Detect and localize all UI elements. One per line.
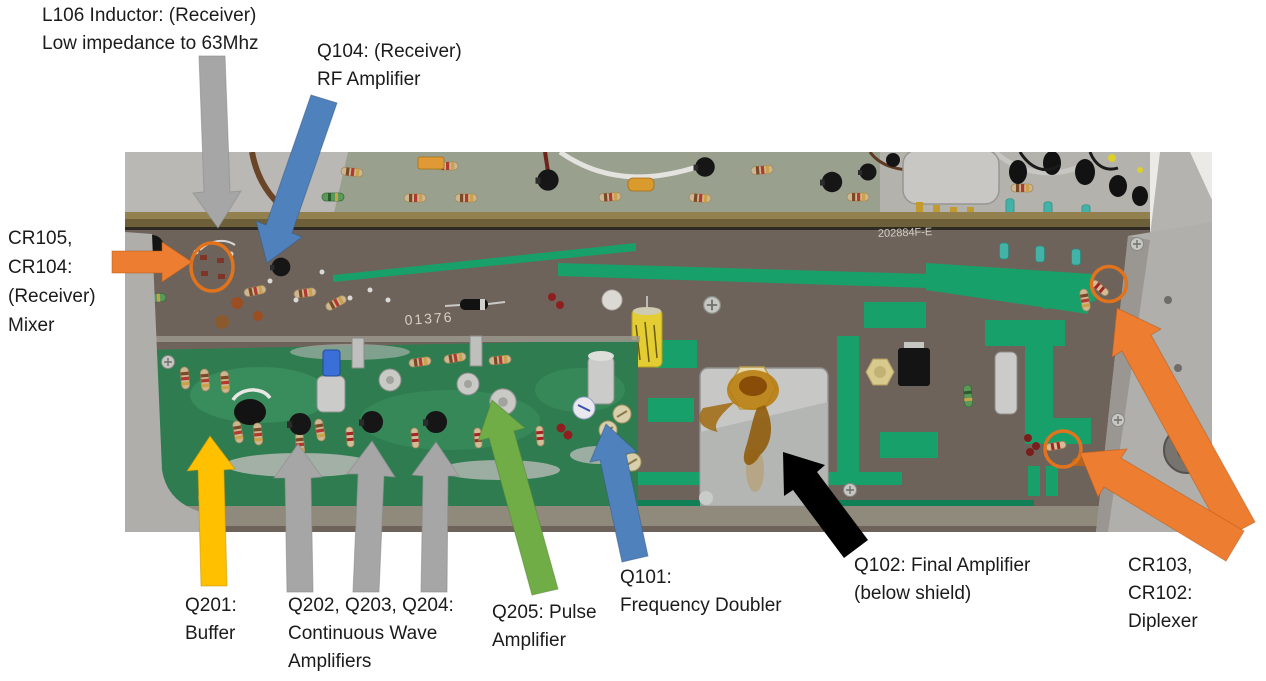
- shield-plate: [699, 366, 829, 507]
- handwritten-text: 202884F-E: [878, 226, 933, 240]
- label-line: Continuous Wave: [288, 623, 438, 644]
- yellow-capacitor: [631, 296, 663, 368]
- label-line: Mixer: [8, 315, 55, 336]
- label-q101: Q101: Frequency Doubler: [620, 564, 782, 620]
- left-chassis-edge: [125, 232, 215, 532]
- label-l106: L106 Inductor: (Receiver) Low impedance …: [42, 2, 259, 58]
- label-q102: Q102: Final Amplifier (below shield): [854, 552, 1030, 608]
- arrow-q203: [345, 440, 396, 593]
- label-line: CR103,: [1128, 555, 1193, 576]
- label-line: Diplexer: [1128, 611, 1198, 632]
- label-line: Q101:: [620, 567, 672, 588]
- arrow-q104: [255, 94, 338, 264]
- label-line: L106 Inductor: (Receiver): [42, 5, 257, 26]
- label-cr105-cr104: CR105, CR104: (Receiver) Mixer: [8, 224, 96, 340]
- label-line: (below shield): [854, 583, 972, 604]
- highlight-circle-cr103: [1089, 264, 1129, 304]
- arrow-q201: [186, 435, 236, 587]
- label-line: RF Amplifier: [317, 69, 421, 90]
- arrow-cr102: [1079, 448, 1245, 562]
- power-transistor: [898, 348, 930, 386]
- highlight-circle-mixer: [189, 241, 235, 293]
- label-line: Amplifier: [492, 630, 566, 651]
- diode: [444, 299, 506, 310]
- arrow-q205: [477, 399, 559, 596]
- arrow-l106: [192, 55, 242, 229]
- label-line: Q201:: [185, 595, 237, 616]
- arrow-cr103: [1111, 307, 1256, 539]
- electrolytic-capacitor: [994, 351, 1018, 415]
- label-q202-q203-q204: Q202, Q203, Q204: Continuous Wave Amplif…: [288, 592, 454, 676]
- label-line: Q104: (Receiver): [317, 41, 462, 62]
- label-line: CR104:: [8, 257, 73, 278]
- arrow-q102: [783, 452, 868, 558]
- label-q205: Q205: Pulse Amplifier: [492, 599, 597, 655]
- label-line: (Receiver): [8, 286, 96, 307]
- label-line: Frequency Doubler: [620, 595, 782, 616]
- label-line: Q205: Pulse: [492, 602, 597, 623]
- label-line: CR102:: [1128, 583, 1193, 604]
- label-q104: Q104: (Receiver) RF Amplifier: [317, 38, 462, 94]
- label-line: CR105,: [8, 228, 73, 249]
- label-q201: Q201: Buffer: [185, 592, 237, 648]
- label-line: Buffer: [185, 623, 236, 644]
- label-line: Q102: Final Amplifier: [854, 555, 1031, 576]
- arrow-q101: [589, 423, 649, 563]
- bottom-chassis-strip: [150, 506, 1135, 526]
- arrow-cr105-cr104: [111, 241, 193, 283]
- arrow-q202: [273, 443, 323, 593]
- label-line: Q202, Q203, Q204:: [288, 595, 454, 616]
- label-cr103-cr102: CR103, CR102: Diplexer: [1128, 552, 1198, 636]
- photo-area: 01376 202884F-E: [125, 152, 1212, 532]
- arrow-q204: [411, 441, 460, 593]
- highlight-circle-cr102: [1043, 429, 1083, 469]
- label-line: Amplifiers: [288, 651, 372, 672]
- label-line: Low impedance to 63Mhz: [42, 33, 259, 54]
- silkscreen-text: 01376: [404, 309, 454, 328]
